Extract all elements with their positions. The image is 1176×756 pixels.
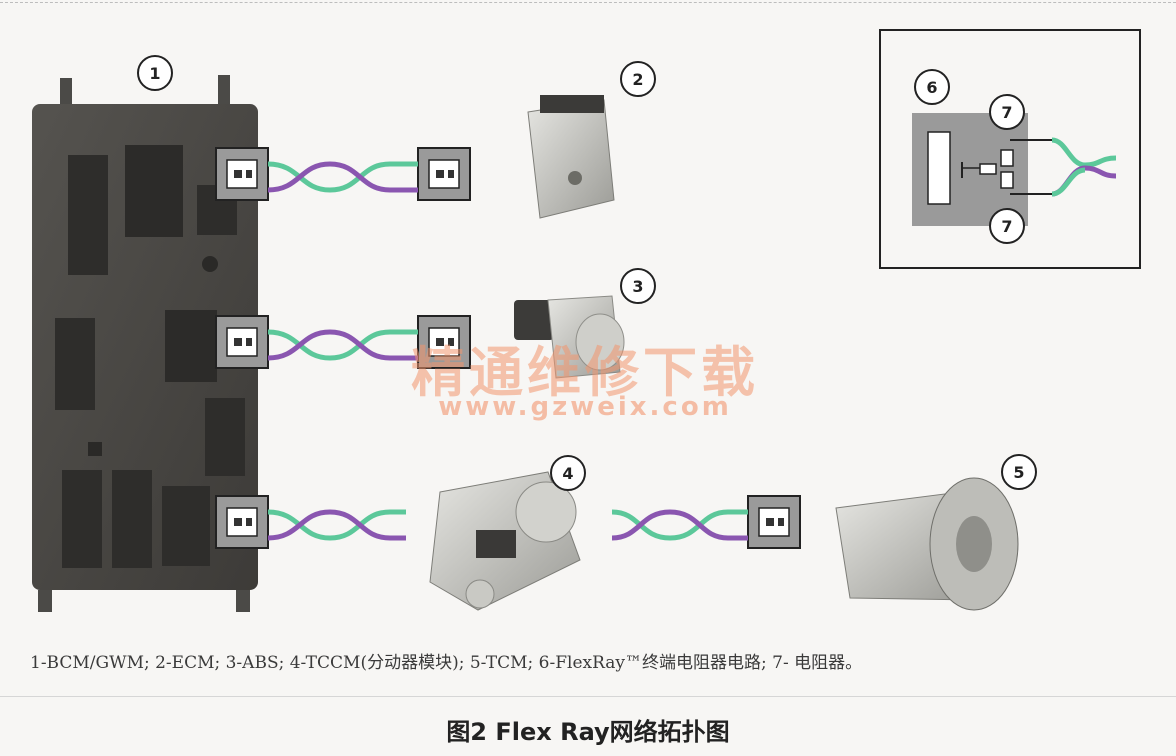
abs-module [514,295,625,379]
abs-connector [417,315,471,369]
callout-6: 6 [914,69,950,105]
tcm-connector [747,495,801,549]
svg-text:5: 5 [1013,463,1024,482]
top-divider [0,2,1176,3]
callout-4: 4 [550,455,586,491]
watermark-url: www.gzweix.com [438,392,732,422]
ecm-connector [417,147,471,201]
callout-3: 3 [620,268,656,304]
caption-divider [0,696,1176,697]
ecm-module [527,95,615,219]
diagram-legend: 1-BCM/GWM; 2-ECM; 3-ABS; 4-TCCM(分动器模块); … [30,653,863,673]
callout-1: 1 [137,55,173,91]
flexray-wire-bcm-abs [267,329,418,361]
tccm-module [429,471,581,611]
flexray-wire-bcm-ecm [267,161,418,193]
svg-text:7: 7 [1001,103,1012,122]
svg-text:2: 2 [632,70,643,89]
flexray-wire-tccm-tcm [611,509,748,541]
tcm-module [835,477,1019,611]
svg-text:3: 3 [632,277,643,296]
callout-7-top: 7 [989,94,1025,130]
diagram-canvas: 1 2 3 4 5 6 7 7 [32,29,1141,612]
svg-text:1: 1 [149,64,160,83]
flexray-wire-bcm-tccm [267,509,406,541]
bcm-connector-1 [215,147,269,201]
bcm-connector-3 [215,495,269,549]
callout-7-bottom: 7 [989,208,1025,244]
callout-5: 5 [1001,454,1037,490]
figure-title: 图2 Flex Ray网络拓扑图 [446,718,730,746]
bcm-connector-2 [215,315,269,369]
svg-text:4: 4 [562,464,573,483]
svg-text:6: 6 [926,78,937,97]
callout-2: 2 [620,61,656,97]
watermark-title: 精通维修下载 [411,340,759,404]
svg-text:7: 7 [1001,217,1012,236]
